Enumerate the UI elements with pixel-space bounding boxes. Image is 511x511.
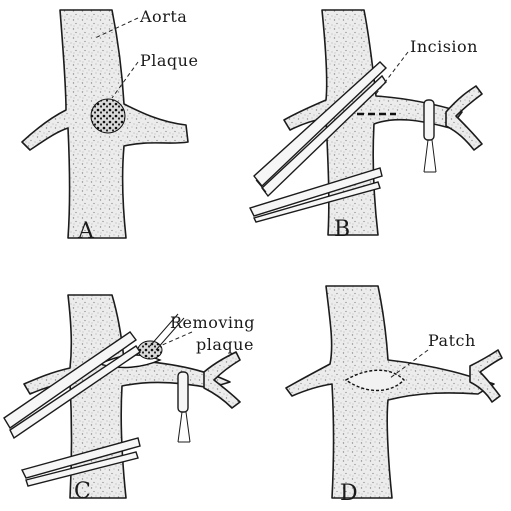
panel-c: Removing plaque C xyxy=(4,295,255,504)
label-plaque-c: plaque xyxy=(196,335,254,354)
panel-letter-d: D xyxy=(340,481,358,506)
aorta-vessel-d xyxy=(286,286,494,498)
plaque-c xyxy=(138,341,162,359)
panel-letter-c: C xyxy=(74,479,91,504)
panel-letter-b: B xyxy=(334,217,350,242)
vessel-branch-b xyxy=(446,86,482,150)
label-incision: Incision xyxy=(410,37,478,56)
vascular-clamp-c xyxy=(178,372,190,442)
label-plaque: Plaque xyxy=(140,51,198,70)
panel-letter-a: A xyxy=(77,219,95,244)
removing-plaque-leader xyxy=(160,332,192,346)
label-aorta: Aorta xyxy=(139,7,187,26)
label-removing: Removing xyxy=(170,313,255,332)
panel-b: Incision B xyxy=(250,10,482,242)
vascular-clamp-b xyxy=(424,100,436,172)
plaque-a xyxy=(91,99,125,133)
label-patch: Patch xyxy=(428,331,476,350)
panel-a: Aorta Plaque A xyxy=(22,7,198,244)
panel-d: Patch D xyxy=(286,286,502,506)
